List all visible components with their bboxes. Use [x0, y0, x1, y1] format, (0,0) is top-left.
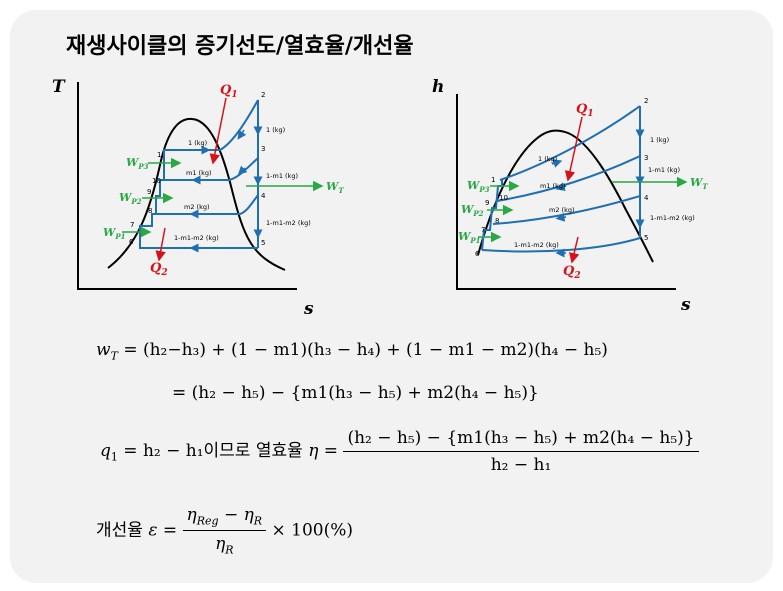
hs-work-p3-label: WP3: [467, 179, 490, 194]
ts-x-axis-label: s: [303, 299, 314, 319]
ts-heat-out-label: Q2: [150, 261, 168, 278]
ts-mass-label-m2: m2 (kg): [184, 203, 210, 211]
slide-panel: [10, 10, 773, 583]
efficiency-korean-text: 이므로 열효율: [203, 441, 303, 461]
ts-work-arrows: [122, 157, 324, 238]
efficiency-numerator: (h₂ − h₅) − {m1(h₃ − h₅) + m2(h₄ − h₅)}: [343, 428, 699, 452]
heat-input-expr: = h₂ − h₁: [123, 441, 204, 461]
ts-point-9: 9: [147, 188, 151, 196]
ts-point-1: 1: [157, 151, 161, 159]
hs-work-p2-label: WP2: [461, 203, 484, 218]
ts-mass-label-m1: m1 (kg): [186, 169, 212, 177]
ts-cycle-lines: [139, 99, 259, 249]
ts-point-labels: 1 2 3 4 5 6 7 8 9 10: [129, 91, 266, 247]
efficiency-fraction: (h₂ − h₅) − {m1(h₃ − h₅) + m2(h₄ − h₅)} …: [343, 428, 699, 475]
hs-point-labels: 1 2 3 4 5 6 7 8 9 10: [475, 97, 649, 258]
hs-heat-out-label: Q2: [563, 264, 581, 281]
hs-mass-labels: 1 (kg) m1 (kg) m2 (kg) 1-m1-m2 (kg) 1 (k…: [514, 136, 695, 249]
hs-mass-label-m1: m1 (kg): [540, 182, 566, 190]
ts-work-turbine-label: WT: [326, 180, 344, 195]
hs-axes: [456, 94, 676, 290]
hs-mass-label-1: 1 (kg): [538, 155, 557, 163]
ts-work-p2-label: WP2: [119, 191, 142, 206]
ts-work-p3-label: WP3: [126, 156, 149, 171]
equation-turbine-work-line1: wT = (h₂−h₃) + (1 − m1)(h₃ − h₄) + (1 − …: [96, 340, 608, 363]
equation-improvement: 개선율 ε = ηReg − ηR ηR × 100(%): [96, 505, 354, 557]
hs-point-5: 5: [644, 234, 648, 242]
turbine-work-simplified: = (h₂ − h₅) − {m1(h₃ − h₅) + m2(h₄ − h₅)…: [172, 383, 539, 403]
hs-point-1: 1: [491, 176, 495, 184]
hs-work-p1-label: WP1: [458, 230, 481, 245]
hs-diagram: h s 1 2 3 4 5 6 7 8: [432, 77, 708, 315]
turbine-work-expr: = (h₂−h₃) + (1 − m1)(h₃ − h₄) + (1 − m1 …: [123, 340, 608, 360]
ts-heat-in-arrow: [209, 97, 227, 165]
ts-point-4: 4: [261, 192, 266, 200]
ts-point-2: 2: [261, 91, 265, 99]
hs-point-4: 4: [644, 194, 649, 202]
ts-heat-out-arrow: [155, 227, 166, 262]
hs-point-7: 7: [481, 226, 485, 234]
ts-flow-arrows: [189, 125, 263, 253]
ts-work-p1-label: WP1: [103, 226, 126, 241]
ts-point-6: 6: [129, 238, 134, 246]
hs-mass-label-rest: 1-m1-m2 (kg): [514, 241, 559, 249]
ts-point-5: 5: [261, 239, 265, 247]
improvement-fraction: ηReg − ηR ηR: [182, 505, 267, 557]
ts-axes: [77, 82, 297, 290]
hs-work-labels: WT WP3 WP2 WP1: [458, 176, 708, 245]
hs-point-2: 2: [644, 97, 648, 105]
hs-cycle-lines: [481, 105, 641, 253]
ts-turbine-label-3: 1-m1-m2 (kg): [266, 219, 311, 227]
ts-diagram: T s: [52, 77, 344, 319]
hs-turbine-label-3: 1-m1-m2 (kg): [650, 214, 695, 222]
hs-x-axis-label: s: [680, 295, 691, 315]
hs-work-arrows: [478, 176, 688, 243]
equation-efficiency: q1 = h₂ − h₁이므로 열효율 η = (h₂ − h₅) − {m1(…: [100, 428, 699, 475]
hs-mass-label-m2: m2 (kg): [549, 206, 575, 214]
ts-work-labels: WT WP3 WP2 WP1: [103, 156, 344, 241]
ts-point-3: 3: [261, 145, 265, 153]
improvement-label: 개선율: [96, 520, 143, 541]
hs-point-10: 10: [499, 194, 508, 202]
ts-mass-labels: 1 (kg) m1 (kg) m2 (kg) 1-m1-m2 (kg) 1 (k…: [174, 126, 311, 242]
ts-saturation-dome: [107, 117, 286, 271]
ts-point-10: 10: [152, 177, 161, 185]
improvement-denominator: ηR: [215, 534, 234, 557]
efficiency-denominator: h₂ − h₁: [490, 455, 552, 475]
hs-point-8: 8: [495, 217, 499, 225]
ts-turbine-label-1: 1 (kg): [266, 126, 285, 134]
ts-y-axis-label: T: [52, 77, 66, 97]
hs-heat-in-arrow: [564, 116, 583, 182]
hs-turbine-label-2: 1-m1 (kg): [648, 166, 680, 174]
ts-turbine-label-2: 1-m1 (kg): [266, 172, 298, 180]
hs-heat-out-arrow: [568, 236, 580, 264]
ts-point-7: 7: [130, 221, 134, 229]
improvement-tail: × 100(%): [271, 520, 354, 541]
hs-y-axis-label: h: [432, 77, 444, 97]
ts-mass-label-1: 1 (kg): [188, 139, 207, 147]
hs-turbine-label-1: 1 (kg): [650, 136, 669, 144]
ts-point-8: 8: [148, 207, 152, 215]
hs-point-6: 6: [475, 250, 480, 258]
equation-turbine-work-line2: = (h₂ − h₅) − {m1(h₃ − h₅) + m2(h₄ − h₅)…: [172, 383, 539, 403]
ts-mass-label-rest: 1-m1-m2 (kg): [174, 234, 219, 242]
hs-heat-in-label: Q1: [576, 102, 594, 119]
hs-work-turbine-label: WT: [690, 176, 708, 191]
hs-point-9: 9: [485, 199, 489, 207]
hs-flow-arrows: [551, 128, 645, 258]
improvement-numerator: ηReg − ηR: [182, 505, 267, 532]
hs-point-3: 3: [644, 154, 648, 162]
page-title: 재생사이클의 증기선도/열효율/개선율: [66, 34, 414, 59]
ts-heat-in-label: Q1: [220, 83, 238, 100]
